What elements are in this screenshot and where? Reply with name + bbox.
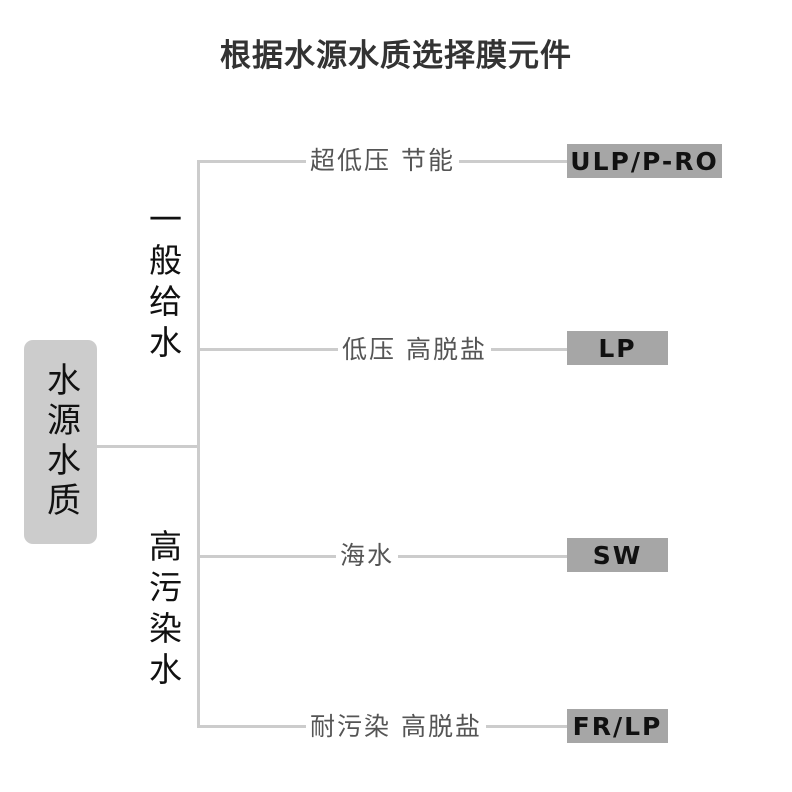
leaf-description-3: 海水 — [336, 539, 399, 573]
leaf-description-2: 低压 高脱盐 — [338, 333, 491, 367]
branch-label-text: 一般给水 — [143, 202, 183, 366]
branch-label-high-pollution: 高污染水 — [143, 525, 183, 697]
membrane-code-box-3: SW — [567, 538, 668, 572]
root-node: 水源水质 — [24, 340, 97, 544]
root-connector — [97, 445, 199, 448]
branch-label-general-feed: 一般给水 — [143, 198, 183, 370]
page-title: 根据水源水质选择膜元件 — [220, 38, 572, 74]
membrane-code-box-1: ULP/P-RO — [567, 144, 722, 178]
leaf-description-1: 超低压 节能 — [306, 144, 459, 178]
membrane-code-box-2: LP — [567, 331, 668, 365]
branch-label-text: 高污染水 — [143, 529, 183, 693]
membrane-code-box-4: FR/LP — [567, 709, 668, 743]
main-trunk-line — [197, 160, 200, 728]
leaf-description-4: 耐污染 高脱盐 — [306, 710, 486, 744]
root-node-label: 水源水质 — [40, 362, 81, 522]
